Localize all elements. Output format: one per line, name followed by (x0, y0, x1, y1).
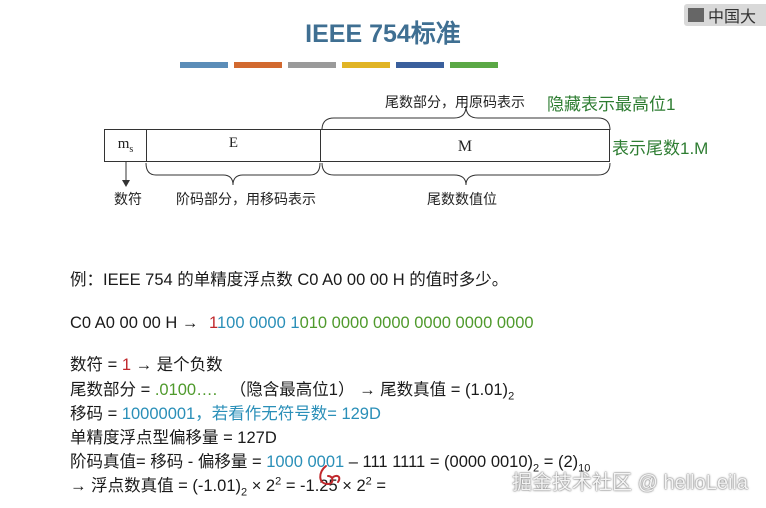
sign-step-value: 1 (121, 356, 131, 374)
hex-value: C0 A0 00 00 H (70, 314, 178, 332)
final-step: → 浮点数真值 = (-1.01)2 × 22 = -1.25 × 22 = (70, 472, 386, 499)
exponent-step: 阶码真值= 移码 - 偏移量 = 1000 0001 – 111 1111 = … (70, 448, 590, 474)
accent-bar-5 (396, 62, 444, 68)
bias-step-value: 10000001 (121, 405, 196, 423)
field-m: M (320, 129, 610, 162)
mantissa-step-true: → 尾数真值 = (1.01) (359, 381, 509, 399)
sign-step-prefix: 数符 = (70, 356, 122, 374)
format-diagram-lines (122, 105, 611, 187)
arrow-icon: → (181, 314, 199, 332)
field-ms-sub: s (129, 144, 134, 155)
sign-label: 数符 (114, 191, 142, 207)
offset-step: 单精度浮点型偏移量 = 127D (70, 429, 277, 447)
logo-text: 中国大 (708, 9, 757, 26)
field-m-label: M (457, 138, 473, 155)
mantissa-brace (321, 105, 611, 131)
brace-top-label: 尾数部分，用原码表示 (385, 94, 525, 110)
pen-annotation-icon (319, 465, 341, 486)
bits-exponent-a: 100 0000 (216, 314, 291, 332)
example-question: 例：IEEE 754 的单精度浮点数 C0 A0 00 00 H 的值时多少。 (70, 271, 509, 289)
field-e: E (146, 129, 321, 162)
slide-title: IEEE 754标准 (305, 20, 461, 48)
bits-mantissa: 010 0000 0000 0000 0000 0000 (299, 314, 534, 332)
bias-step: 移码 = 10000001，若看作无符号数= 129D (70, 400, 381, 424)
watermark: 掘金技术社区 @ helloLeila (512, 472, 748, 494)
sign-step: 数符 = 1 → 是个负数 (70, 351, 223, 375)
final-step-sup: 2 (275, 475, 282, 488)
exponent-step-rest: – 111 1111 = (0000 0010) (344, 453, 534, 471)
accent-bar-2 (234, 62, 282, 68)
mantissa-step-prefix: 尾数部分 = (70, 381, 155, 399)
accent-bar-1 (180, 62, 228, 68)
final-step-sup2: 2 (365, 475, 372, 488)
exponent-label: 阶码部分，用移码表示 (176, 191, 316, 207)
logo-icon (688, 8, 704, 22)
hex-binary-line: C0 A0 00 00 H → 1100 0000 1010 0000 0000… (70, 314, 534, 333)
exponent-step-eq: = (2) (539, 453, 579, 471)
bias-step-unsigned: ，若看作无符号数= 129D (195, 405, 381, 423)
mantissa-label: 尾数数值位 (427, 191, 497, 207)
bits-exponent-b: 1 (290, 314, 300, 332)
exponent-step-sub2: 10 (578, 462, 591, 475)
accent-bar-3 (288, 62, 336, 68)
final-step-tail: = -1.25 × 2 (281, 477, 366, 495)
field-ms-label: m (117, 136, 130, 152)
exponent-step-prefix: 阶码真值= 移码 - 偏移量 = (70, 453, 267, 471)
accent-bar-4 (342, 62, 390, 68)
accent-bar-6 (450, 62, 498, 68)
final-step-sub: 2 (241, 486, 248, 499)
sign-arrow-head (122, 180, 130, 187)
mantissa-step-sub: 2 (508, 390, 515, 403)
final-step-eq: = (371, 477, 386, 495)
hidden-bit-note: 隐藏表示最高位1 (547, 95, 676, 114)
exponent-step-sub1: 2 (533, 462, 540, 475)
field-ms: ms (104, 129, 147, 162)
course-logo: 中国大 (684, 4, 766, 26)
bias-step-prefix: 移码 = (70, 405, 122, 423)
field-e-label: E (228, 135, 239, 151)
mantissa-step: 尾数部分 = .0100…. （隐含最高位1） → 尾数真值 = (1.01)2 (70, 376, 514, 402)
represent-note: 表示尾数1.M (612, 139, 709, 158)
mantissa-value-brace (321, 162, 611, 186)
exponent-brace (145, 162, 321, 186)
final-step-prefix: → 浮点数真值 = (-1.01) (70, 477, 241, 495)
sign-step-suffix: → 是个负数 (135, 356, 223, 374)
mantissa-step-paren: （隐含最高位1） (229, 381, 355, 399)
final-step-rest: × 2 (247, 477, 276, 495)
mantissa-step-value: .0100…. (154, 381, 218, 399)
bits-sign: 1 (209, 314, 217, 332)
